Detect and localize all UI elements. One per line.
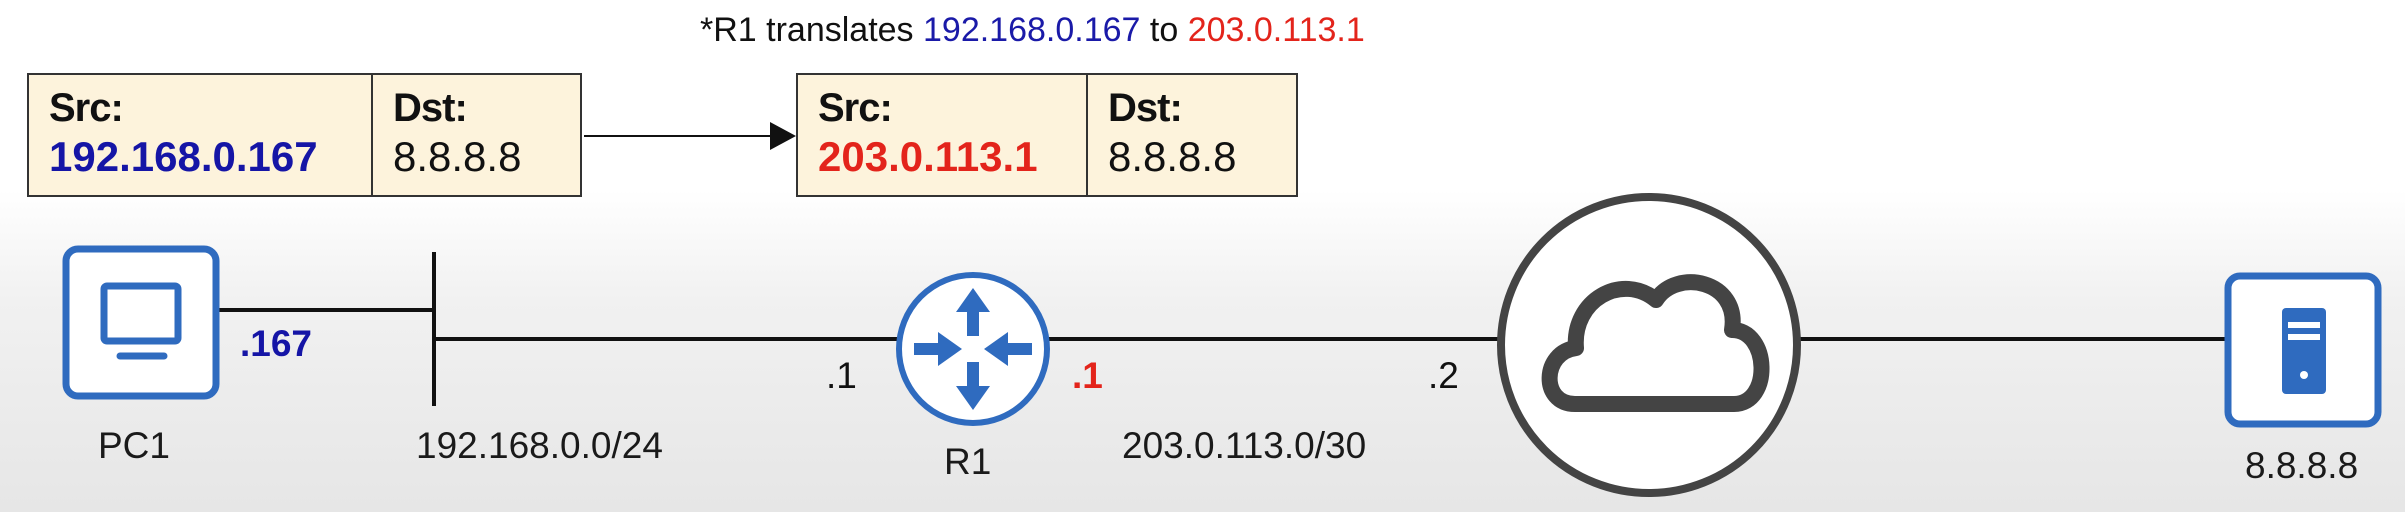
router-icon xyxy=(896,272,1050,426)
src-cell: Src: 203.0.113.1 xyxy=(798,75,1086,195)
dst-value: 8.8.8.8 xyxy=(393,133,522,180)
dst-value: 8.8.8.8 xyxy=(1108,133,1237,180)
dst-cell: Dst: 8.8.8.8 xyxy=(1086,75,1296,195)
note-mid: to xyxy=(1140,11,1188,49)
pc1-interface-label: .167 xyxy=(240,323,313,364)
arrow-head xyxy=(770,122,796,150)
src-label: Src: xyxy=(49,86,124,130)
pc1-label: PC1 xyxy=(98,425,170,466)
dst-label: Dst: xyxy=(1108,86,1183,130)
note-prefix: *R1 translates xyxy=(700,11,923,49)
packet-header-after: Src: 203.0.113.1 Dst: 8.8.8.8 xyxy=(796,73,1298,197)
cloud-icon xyxy=(1497,193,1801,497)
computer-icon xyxy=(62,245,220,400)
src-value: 203.0.113.1 xyxy=(818,133,1038,180)
src-value: 192.168.0.167 xyxy=(49,133,318,180)
server-label: 8.8.8.8 xyxy=(2245,445,2359,486)
src-label: Src: xyxy=(818,86,893,130)
src-cell: Src: 192.168.0.167 xyxy=(29,75,371,195)
r1-outside-interface-label: .1 xyxy=(1072,355,1103,396)
lan-network-label: 192.168.0.0/24 xyxy=(416,425,663,466)
packet-header-before: Src: 192.168.0.167 Dst: 8.8.8.8 xyxy=(27,73,582,197)
wan-network-label: 203.0.113.0/30 xyxy=(1122,425,1367,466)
note-inside-ip: 192.168.0.167 xyxy=(923,11,1141,49)
note-outside-ip: 203.0.113.1 xyxy=(1187,11,1365,49)
dst-cell: Dst: 8.8.8.8 xyxy=(371,75,580,195)
translation-note: *R1 translates 192.168.0.167 to 203.0.11… xyxy=(700,8,1365,52)
r1-label: R1 xyxy=(944,441,992,482)
dst-label: Dst: xyxy=(393,86,468,130)
r1-inside-interface-label: .1 xyxy=(826,355,857,396)
internet-interface-label: .2 xyxy=(1428,355,1459,396)
server-icon xyxy=(2224,272,2382,428)
